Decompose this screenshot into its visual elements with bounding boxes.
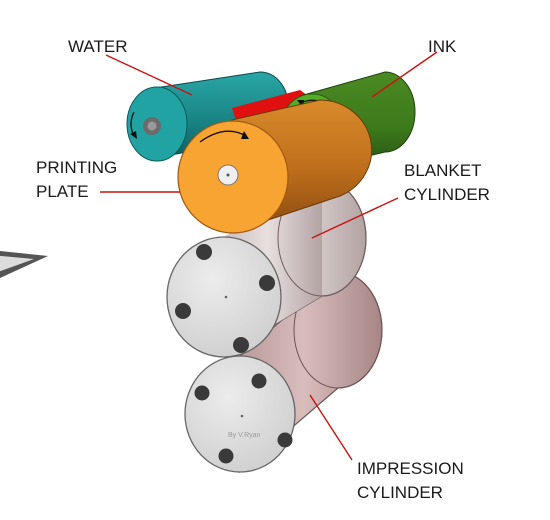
- water-roller-axle: [147, 121, 157, 131]
- impression-cylinder-label-line-1: IMPRESSION: [357, 459, 464, 478]
- blanket-cylinder-leader-line: [311, 197, 399, 239]
- water-leader-line: [105, 54, 193, 96]
- impression-cylinder-bolt: [277, 432, 293, 448]
- blanket-cylinder-bolt: [233, 337, 249, 353]
- rotation-arrow-head-icon: [130, 131, 137, 139]
- impression-cylinder-leader-line: [309, 394, 353, 461]
- blanket-cylinder-bolt: [196, 244, 212, 260]
- printing-plate-cylinder: [177, 99, 373, 234]
- impression-cylinder-label-line-2: CYLINDER: [357, 483, 443, 502]
- printing-plate-cylinder-axle: [226, 173, 230, 177]
- blanket-cylinder-label-line-1: BLANKET: [404, 161, 481, 180]
- rotation-arrow-head-icon: [241, 131, 249, 139]
- water-roller: [126, 71, 289, 162]
- impression-cylinder-bolt: [218, 448, 234, 464]
- rotation-arrow-icon: [199, 130, 247, 143]
- water-label: WATER: [68, 37, 128, 56]
- printing-plate-label-line-2: PLATE: [36, 182, 89, 201]
- ink-leader-line: [371, 51, 438, 98]
- impression-cylinder-end-face: [184, 355, 296, 473]
- impression-cylinder-bolt: [251, 373, 267, 389]
- blanket-cylinder-center: [224, 295, 228, 299]
- impression-cylinder-bolt: [194, 385, 210, 401]
- blanket-cylinder-bolt: [175, 303, 191, 319]
- blanket-cylinder-bolt: [259, 275, 275, 291]
- delivery-tray-sheet: [0, 255, 34, 272]
- credit-text: By V.Ryan: [228, 432, 261, 439]
- impression-cylinder: By V.Ryan: [184, 271, 383, 474]
- blanket-cylinder-label-line-2: CYLINDER: [404, 185, 490, 204]
- ink-label: INK: [428, 37, 457, 56]
- blanket-cylinder-end-face: [166, 236, 282, 358]
- impression-cylinder-center: [240, 414, 244, 418]
- printing-plate-label-line-1: PRINTING: [36, 158, 117, 177]
